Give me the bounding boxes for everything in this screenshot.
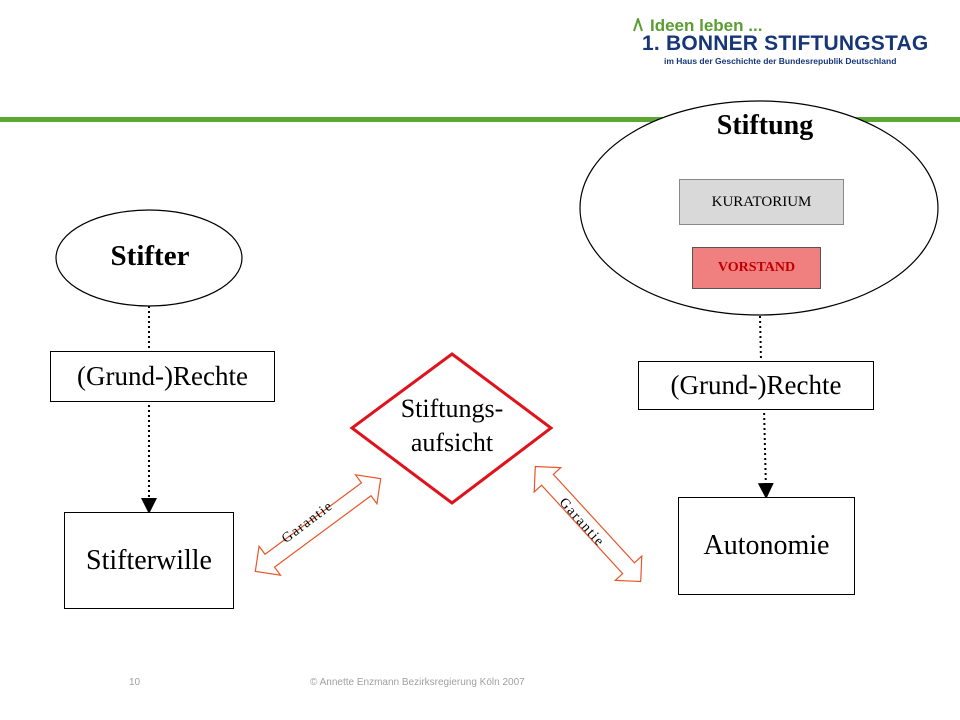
logo-tagline: Ideen leben ... (650, 16, 763, 35)
stiftungsaufsicht-line2: aufsicht (410, 428, 494, 457)
stiftungsaufsicht-line1: Stiftungs- (400, 394, 504, 423)
autonomie-box: Autonomie (678, 497, 855, 595)
logo-title: 1. BONNER STIFTUNGSTAG (642, 32, 929, 55)
stiftungsaufsicht-diamond (349, 352, 554, 505)
logo-subtitle: im Haus der Geschichte der Bundesrepubli… (664, 56, 897, 66)
garantie-arrow-left (254, 474, 382, 576)
kuratorium-box: KURATORIUM (679, 179, 844, 225)
logo-mark-icon (633, 18, 643, 32)
connector-rechte-autonomie (757, 407, 774, 499)
stifterwille-box: Stifterwille (64, 512, 234, 609)
connector-stiftung-rechte (759, 315, 762, 362)
copyright-notice: © Annette Enzmann Bezirksregierung Köln … (310, 677, 525, 688)
stifter-title: Stifter (110, 240, 190, 272)
stiftung-rechte-box: (Grund-)Rechte (638, 361, 874, 410)
stifter-rechte-box: (Grund-)Rechte (50, 351, 275, 402)
garantie-arrow-right (533, 465, 643, 583)
stiftung-title: Stiftung (716, 110, 814, 141)
header-divider (0, 117, 960, 122)
vorstand-box: VORSTAND (692, 247, 821, 289)
page-number: 10 (129, 677, 141, 688)
stiftungsaufsicht-label: Stiftungs- aufsicht (368, 392, 536, 460)
bonner-stiftungstag-logo: Ideen leben ... 1. BONNER STIFTUNGSTAG i… (633, 16, 940, 70)
